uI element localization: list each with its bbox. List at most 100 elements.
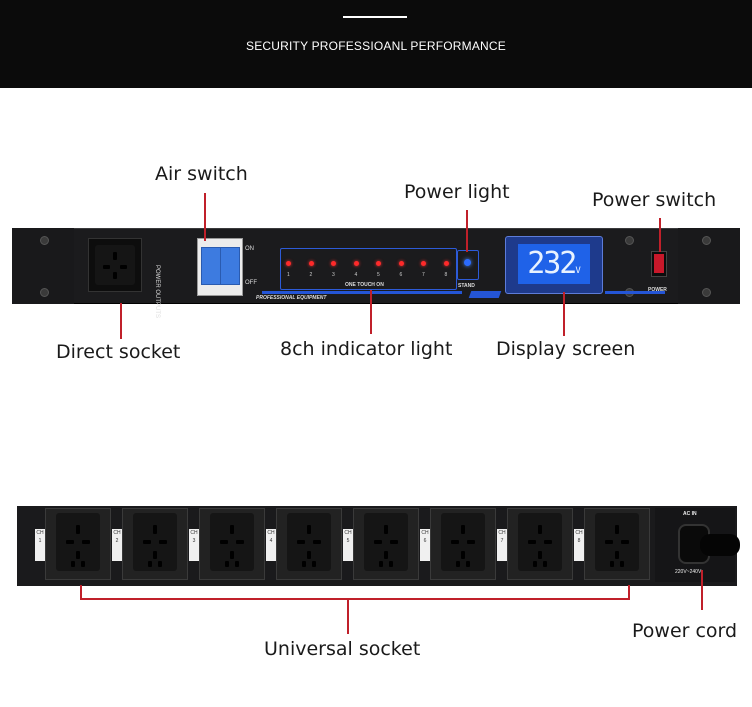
channel-led-8 [443,261,449,266]
socket-pin-icon [621,540,629,544]
channel-led-6 [398,261,404,266]
breaker-on-label: ON [245,246,254,252]
universal-socket[interactable] [276,508,342,580]
leader-line [628,585,630,599]
socket-face [364,513,408,571]
socket-pin-icon [384,551,388,559]
socket-pin-icon [307,525,311,534]
channel-number: 7 [422,272,425,278]
socket-pin-icon [302,561,306,567]
universal-socket[interactable] [199,508,265,580]
banner-title: SECURITY PROFESSIOANL PERFORMANCE [246,39,506,53]
universal-socket[interactable] [584,508,650,580]
indicator-light-caption: 8ch indicator light [280,338,453,360]
socket-pin-icon [71,561,75,567]
channel-led-1 [286,261,291,266]
screw-icon [625,236,634,245]
channel-number: 8 [444,272,448,278]
universal-socket[interactable] [353,508,419,580]
channel-led-5 [376,261,381,266]
voltage-unit: V [575,266,581,276]
socket-pin-icon [379,561,383,567]
breaker-toggle[interactable] [220,247,240,285]
power-switch-label: POWER [648,287,667,293]
breaker-side-label: POWER OUTPUTS [154,265,160,319]
channel-led-4 [353,261,359,266]
power-cord-caption: Power cord [632,620,738,642]
channel-tag: CH 5 [343,529,353,561]
socket-pin-icon [113,272,117,279]
banner-divider [343,16,407,18]
socket-pin-icon [543,561,547,567]
socket-pin-icon [120,265,127,269]
breaker-toggle[interactable] [201,247,221,285]
socket-pin-icon [384,525,388,534]
leader-line [466,210,468,252]
air-switch[interactable] [197,238,243,296]
socket-pin-icon [390,540,398,544]
leader-line [120,303,122,339]
socket-pin-icon [461,551,465,559]
socket-pin-icon [158,561,162,567]
power-switch-caption: Power switch [592,189,717,211]
accent-stripe [605,291,665,294]
socket-pin-icon [297,540,305,544]
socket-pin-icon [153,525,157,534]
screw-icon [40,236,49,245]
universal-socket[interactable] [507,508,573,580]
leader-line [659,218,661,252]
socket-face [56,513,100,571]
channel-tag: CH 6 [420,529,430,561]
channel-number: 5 [377,272,380,278]
top-banner: SECURITY PROFESSIOANL PERFORMANCE [0,0,752,88]
channel-led-2 [308,261,314,266]
universal-socket[interactable] [122,508,188,580]
universal-socket-caption: Universal socket [264,638,421,660]
socket-pin-icon [143,540,151,544]
channel-tag: CH 7 [497,529,507,561]
power-light [457,250,479,280]
channel-number: 1 [287,272,290,278]
screw-icon [702,236,711,245]
socket-pin-icon [235,561,239,567]
bracket-line [80,598,630,600]
display-screen-caption: Display screen [496,338,636,360]
socket-face [287,513,331,571]
socket-pin-icon [220,540,228,544]
socket-pin-icon [148,561,152,567]
voltage-readout: 232V [518,244,590,284]
channel-tag: CH 3 [189,529,199,561]
screw-icon [702,288,711,297]
channel-number: 4 [354,272,358,278]
stand-label: STAND [458,283,475,289]
socket-pin-icon [76,525,80,534]
channel-led-3 [331,261,336,266]
socket-pin-icon [538,525,542,534]
voltage-value: 232 [527,246,577,281]
socket-pin-icon [230,551,234,559]
universal-socket[interactable] [430,508,496,580]
universal-socket[interactable] [45,508,111,580]
voltage-range-label: 220V~240V [675,569,702,575]
socket-face [595,513,639,571]
power-switch[interactable] [651,251,667,277]
power-light-led [464,259,471,266]
leader-line [204,193,206,241]
socket-face [95,245,135,285]
socket-pin-icon [103,265,110,269]
direct-socket[interactable] [88,238,142,292]
socket-pin-icon [230,525,234,534]
socket-pin-icon [313,540,321,544]
socket-pin-icon [533,561,537,567]
socket-pin-icon [389,561,393,567]
socket-pin-icon [528,540,536,544]
socket-pin-icon [374,540,382,544]
socket-pin-icon [82,540,90,544]
socket-pin-icon [467,540,475,544]
channel-number: 6 [399,272,403,278]
socket-pin-icon [610,561,614,567]
power-switch-rocker[interactable] [654,254,664,273]
socket-pin-icon [307,551,311,559]
direct-socket-caption: Direct socket [56,341,181,363]
breaker-off-label: OFF [245,280,257,286]
